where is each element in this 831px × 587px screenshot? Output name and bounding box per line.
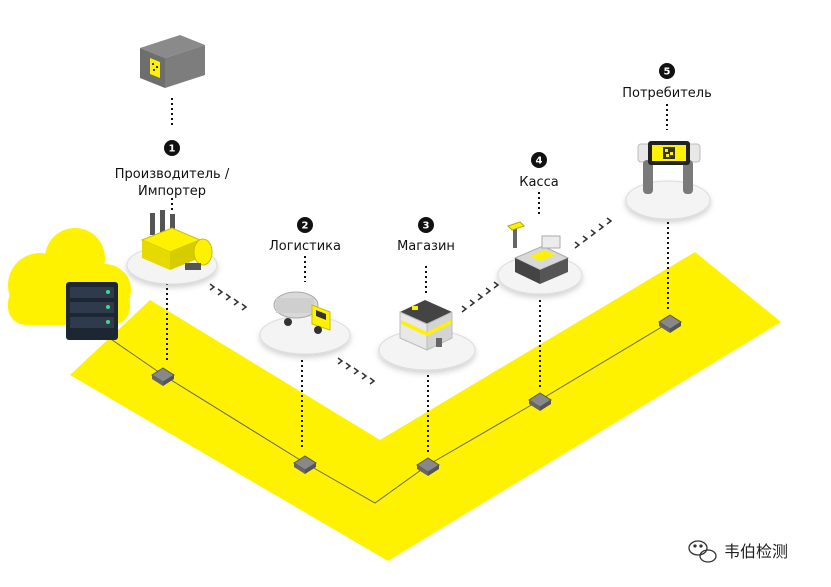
label-connectors: [171, 98, 668, 294]
watermark-text: 韦伯检测: [724, 542, 788, 561]
flow-arrows: [209, 217, 613, 385]
network-node: [293, 455, 317, 474]
vertical-connectors: [166, 222, 669, 452]
network-node: [416, 457, 440, 476]
wechat-icon: [688, 540, 717, 563]
truck-icon: [273, 291, 331, 334]
stage-4: 4 Касса: [519, 152, 559, 190]
stage-1-label-line2: Импортер: [138, 184, 206, 199]
stage-2-number: 2: [302, 221, 309, 232]
stage-4-label: Касса: [519, 175, 558, 190]
stage-2-badge: [297, 217, 313, 233]
phone-scan-icon: [637, 141, 701, 194]
store-icon: [399, 300, 453, 351]
stage-3-badge: [418, 217, 434, 233]
stage-3: 3 Магазин: [397, 217, 455, 254]
network-node: [151, 367, 175, 386]
platform-consumer: [625, 180, 711, 220]
stage-5-badge: [659, 63, 675, 79]
stage-1-badge: [164, 140, 180, 156]
network-node: [658, 314, 682, 333]
stage-4-badge: [531, 152, 547, 168]
stage-5: 5 Потребитель: [622, 63, 712, 101]
server-rack-icon: [66, 282, 118, 340]
stage-3-label: Магазин: [397, 239, 455, 254]
stage-3-number: 3: [423, 221, 430, 232]
stage-1: 1 Производитель / Импортер: [115, 140, 230, 199]
stage-1-label-line1: Производитель /: [115, 167, 230, 182]
watermark: 韦伯检测: [688, 540, 788, 563]
stage-2: 2 Логистика: [269, 217, 341, 254]
network-band: [70, 252, 781, 561]
stage-4-number: 4: [536, 156, 543, 167]
factory-icon: [140, 210, 213, 270]
box-with-datamatrix-icon: [140, 35, 205, 88]
stage-5-number: 5: [664, 67, 671, 78]
stage-2-label: Логистика: [269, 239, 341, 254]
platform-logistics: [259, 315, 351, 355]
stage-1-number: 1: [169, 144, 176, 155]
cash-register-icon: [507, 221, 570, 284]
network-node: [528, 392, 552, 411]
stage-5-label: Потребитель: [622, 86, 712, 101]
